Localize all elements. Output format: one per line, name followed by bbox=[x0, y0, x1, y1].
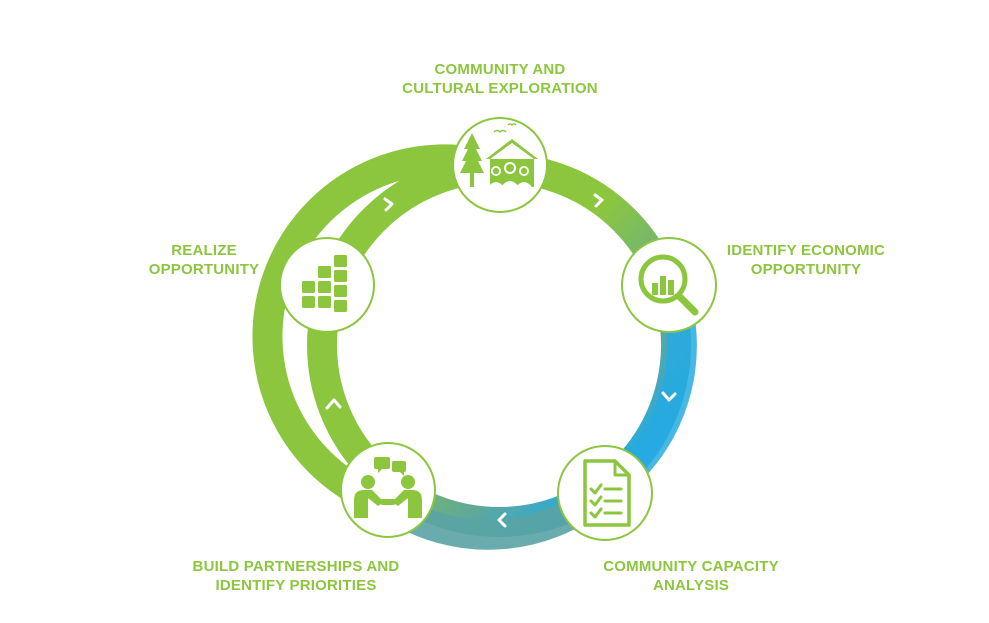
label-community-capacity-analysis: COMMUNITY CAPACITY ANALYSIS bbox=[603, 557, 779, 595]
label-line: OPPORTUNITY bbox=[148, 261, 260, 278]
checklist-document-icon bbox=[583, 459, 631, 527]
chevron-arrow-1 bbox=[593, 193, 604, 208]
chevron-arrow-3 bbox=[497, 512, 507, 528]
label-line: IDENTIFY ECONOMIC bbox=[726, 242, 886, 259]
label-line: COMMUNITY CAPACITY bbox=[603, 558, 779, 575]
ring-left-overlay bbox=[252, 144, 504, 520]
magnifier-chart-icon bbox=[638, 254, 699, 316]
label-build-partnerships: BUILD PARTNERSHIPS AND IDENTIFY PRIORITI… bbox=[193, 557, 400, 595]
node-realize-opportunity[interactable] bbox=[279, 237, 375, 333]
community-house-tree-icon bbox=[460, 123, 538, 187]
label-line: COMMUNITY AND bbox=[434, 61, 566, 78]
node-community-capacity-analysis[interactable] bbox=[557, 445, 653, 541]
flow-arrows bbox=[325, 193, 677, 528]
stage-nodes bbox=[279, 117, 717, 541]
building-blocks-icon bbox=[302, 255, 347, 312]
chevron-arrow-2 bbox=[661, 391, 677, 402]
label-community-cultural-exploration: COMMUNITY AND CULTURAL EXPLORATION bbox=[402, 60, 598, 98]
node-identify-economic-opportunity[interactable] bbox=[621, 237, 717, 333]
chevron-arrow-4 bbox=[325, 398, 342, 410]
label-line: OPPORTUNITY bbox=[750, 261, 862, 278]
node-community-cultural-exploration[interactable] bbox=[452, 117, 548, 213]
chevron-arrow-5 bbox=[383, 197, 394, 212]
label-identify-economic-opportunity: IDENTIFY ECONOMIC OPPORTUNITY bbox=[727, 241, 885, 279]
handshake-people-icon bbox=[354, 457, 422, 518]
label-realize-opportunity: REALIZE OPPORTUNITY bbox=[149, 241, 260, 279]
label-line: IDENTIFY PRIORITIES bbox=[215, 577, 377, 594]
label-line: CULTURAL EXPLORATION bbox=[402, 80, 598, 97]
node-build-partnerships[interactable] bbox=[340, 442, 436, 538]
label-line: BUILD PARTNERSHIPS AND bbox=[192, 558, 400, 575]
label-line: REALIZE bbox=[171, 242, 237, 259]
label-line: ANALYSIS bbox=[652, 577, 730, 594]
